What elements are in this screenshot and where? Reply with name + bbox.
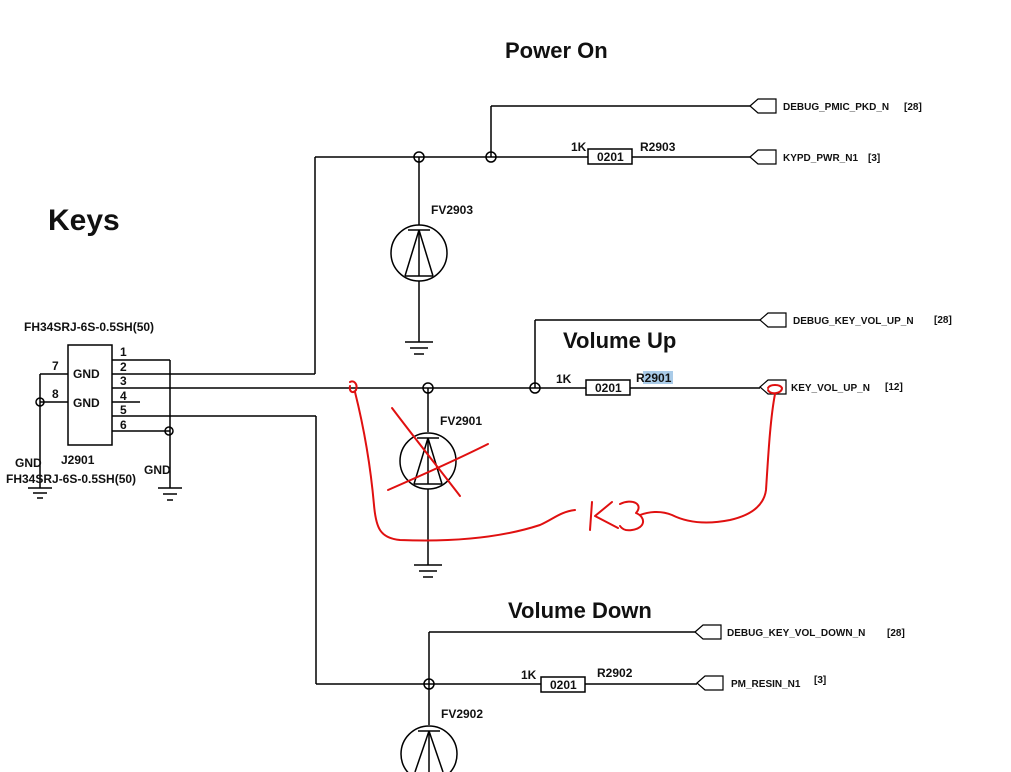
junction-dot	[35, 397, 45, 407]
resistor-ref: R2902	[597, 666, 633, 680]
junction-dot	[164, 426, 174, 436]
connector-ref: J2901	[61, 453, 95, 467]
title-power-on: Power On	[505, 38, 608, 63]
gnd-label-right: GND	[144, 463, 171, 477]
resistor-value: 1K	[556, 372, 572, 386]
volume-up-circuit: 0201 1K R2901 FV2901 DEBUG_KEY_VOL_UP_	[399, 312, 952, 578]
annotation-cross-stroke-1	[391, 407, 461, 497]
offpage-flag-debug-key-vol-down: DEBUG_KEY_VOL_DOWN_N [28]	[694, 624, 905, 640]
resistor-package: 0201	[595, 381, 622, 395]
resistor-package: 0201	[597, 150, 624, 164]
title-volume-down: Volume Down	[508, 598, 652, 623]
diode-ref: FV2901	[440, 414, 482, 428]
connector-pin-6: 6	[120, 418, 127, 432]
junction-dot	[485, 151, 497, 163]
connector-gnd-label-8: GND	[73, 396, 100, 410]
resistor-r2903: 0201 1K R2903	[571, 140, 676, 165]
search-highlight	[643, 371, 673, 384]
connector-part-number-top: FH34SRJ-6S-0.5SH(50)	[24, 320, 154, 334]
ground-symbol	[414, 564, 442, 578]
net-name: DEBUG_KEY_VOL_DOWN_N	[727, 628, 865, 639]
resistor-ref: R2901	[636, 371, 672, 385]
connector-pin-4: 4	[120, 389, 127, 403]
net-name: DEBUG_KEY_VOL_UP_N	[793, 316, 914, 327]
annotation-wire-right	[639, 393, 776, 524]
resistor-value: 1K	[521, 668, 537, 682]
connector-pin-8: 8	[52, 387, 59, 401]
junction-dot	[529, 382, 541, 394]
net-name: KYPD_PWR_N1	[783, 153, 858, 164]
annotation-letter-3	[619, 500, 644, 532]
resistor-r2902: 0201 1K R2902	[521, 666, 633, 693]
net-page-ref: [3]	[868, 153, 880, 164]
resistor-ref: R2903	[640, 140, 676, 154]
diode-fv2903: FV2903	[390, 157, 473, 355]
connector-body	[67, 344, 113, 446]
title-volume-up: Volume Up	[563, 328, 676, 353]
diode-fv2901: FV2901	[399, 388, 482, 578]
net-page-ref: [28]	[934, 315, 952, 326]
connector-j2901: FH34SRJ-6S-0.5SH(50) GND GND 7 8 1 2 3 4…	[6, 320, 535, 501]
connector-pin-2: 2	[120, 360, 127, 374]
annotation-mark-right	[767, 384, 783, 395]
resistor-package: 0201	[550, 678, 577, 692]
net-page-ref: [28]	[887, 628, 905, 639]
net-page-ref: [3]	[814, 675, 826, 686]
diode-fv2902: FV2902	[400, 684, 483, 772]
handdrawn-annotation	[348, 380, 783, 542]
ground-symbol	[405, 341, 433, 355]
annotation-mark-left	[348, 380, 358, 394]
offpage-flag-key-vol-up: KEY_VOL_UP_N [12]	[759, 379, 903, 395]
annotation-cross-stroke-2	[387, 443, 489, 491]
offpage-flag-kypd-pwr: KYPD_PWR_N1 [3]	[749, 149, 880, 165]
resistor-r2901: 0201 1K R2901	[556, 371, 673, 396]
connector-pin-3: 3	[120, 374, 127, 388]
offpage-flag-debug-key-vol-up: DEBUG_KEY_VOL_UP_N [28]	[759, 312, 952, 328]
annotation-letter-k-stem	[589, 501, 593, 531]
offpage-flag-debug-pmic: DEBUG_PMIC_PKD_N [28]	[749, 98, 922, 114]
connector-pin-1: 1	[120, 345, 127, 359]
connector-pin-5: 5	[120, 403, 127, 417]
annotation-wire-left	[354, 391, 576, 542]
connector-pin-7: 7	[52, 359, 59, 373]
gnd-label-left: GND	[15, 456, 42, 470]
volume-down-circuit: 0201 1K R2902 FV2902 DEBUG_KEY_VOL_DOWN_…	[315, 416, 905, 772]
ground-symbol-right	[158, 487, 182, 501]
offpage-flag-pm-resin: PM_RESIN_N1 [3]	[696, 675, 826, 691]
net-name: PM_RESIN_N1	[731, 679, 801, 690]
ground-symbol-left	[28, 487, 52, 499]
diode-ref: FV2903	[431, 203, 473, 217]
net-name: KEY_VOL_UP_N	[791, 383, 870, 394]
net-name: DEBUG_PMIC_PKD_N	[783, 102, 889, 113]
title-keys: Keys	[48, 204, 120, 237]
connector-part-number-bottom: FH34SRJ-6S-0.5SH(50)	[6, 472, 136, 486]
resistor-value: 1K	[571, 140, 587, 154]
power-on-circuit: 0201 1K R2903 FV2903 DEBUG_PMIC_PKD_N	[314, 98, 922, 374]
annotation-letter-k-arms	[594, 501, 619, 529]
diode-ref: FV2902	[441, 707, 483, 721]
connector-gnd-label-7: GND	[73, 367, 100, 381]
net-page-ref: [12]	[885, 382, 903, 393]
net-page-ref: [28]	[904, 102, 922, 113]
